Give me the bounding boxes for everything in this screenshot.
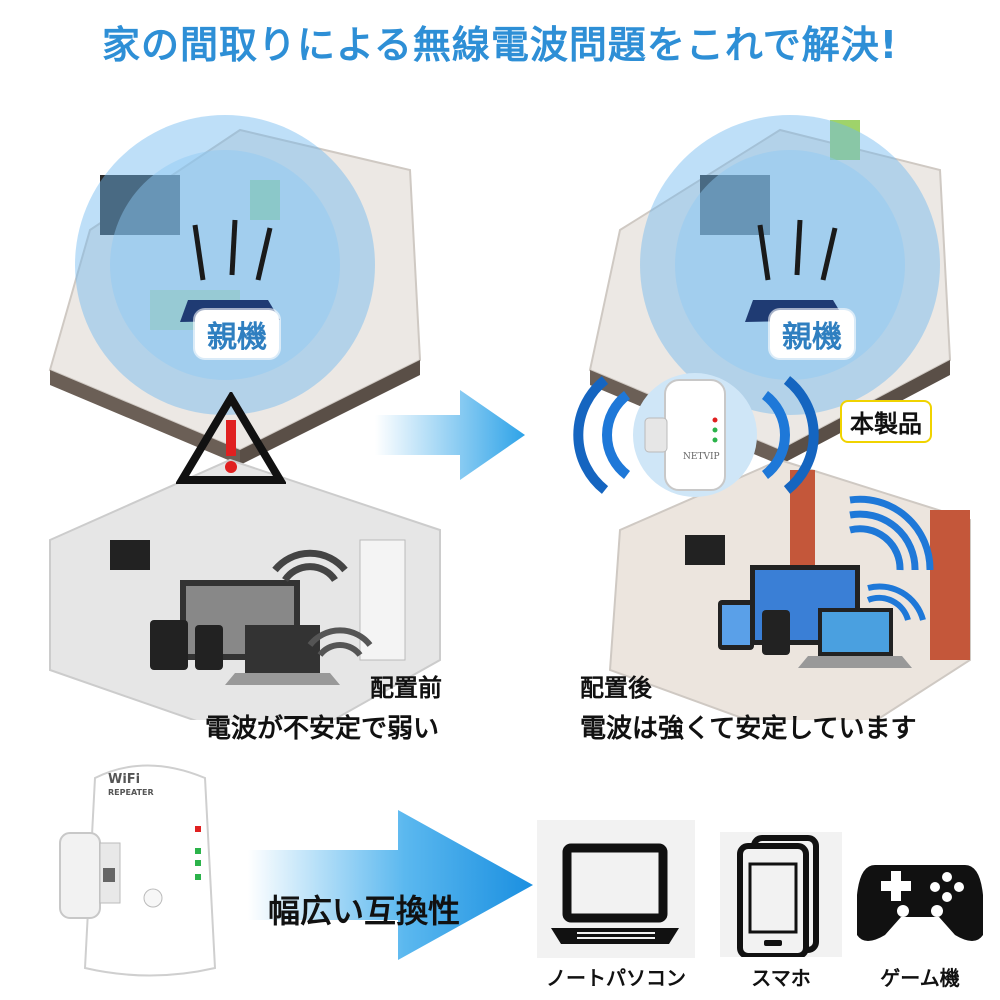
product-label: 本製品 (840, 400, 932, 443)
repeater-product-image (59, 764, 217, 977)
before-to-after-arrow (375, 390, 525, 480)
placement-before: 配置前 (370, 674, 442, 702)
wifi-logo-text: WiFi (108, 772, 141, 787)
before-illustration (48, 115, 441, 720)
compatibility-arrow (248, 810, 533, 960)
compatibility-title: 幅広い互換性 (268, 892, 461, 930)
router-badge-after: 親機 (770, 310, 854, 358)
repeater-brand: NETVIP (683, 452, 720, 462)
warning-icon (176, 392, 286, 484)
router-badge-before: 親機 (195, 310, 279, 358)
status-before: 電波が不安定で弱い (205, 714, 440, 744)
device-label-smartphone: スマホ (751, 966, 811, 990)
laptop-tile (537, 820, 695, 958)
headline: 家の間取りによる無線電波問題をこれで解決! (101, 23, 899, 67)
repeater-signal (573, 373, 819, 497)
repeater-model-text: REPEATER (108, 788, 154, 797)
status-after: 電波は強くて安定しています (580, 714, 917, 744)
placement-after: 配置後 (580, 674, 652, 702)
after-illustration (588, 115, 971, 720)
device-label-gamepad: ゲーム機 (880, 966, 960, 990)
smartphone-icon (737, 835, 819, 959)
laptop-icon (551, 843, 679, 944)
gamepad-icon (857, 865, 983, 941)
device-label-laptop: ノートパソコン (546, 966, 686, 990)
smartphone-tile (720, 832, 842, 959)
